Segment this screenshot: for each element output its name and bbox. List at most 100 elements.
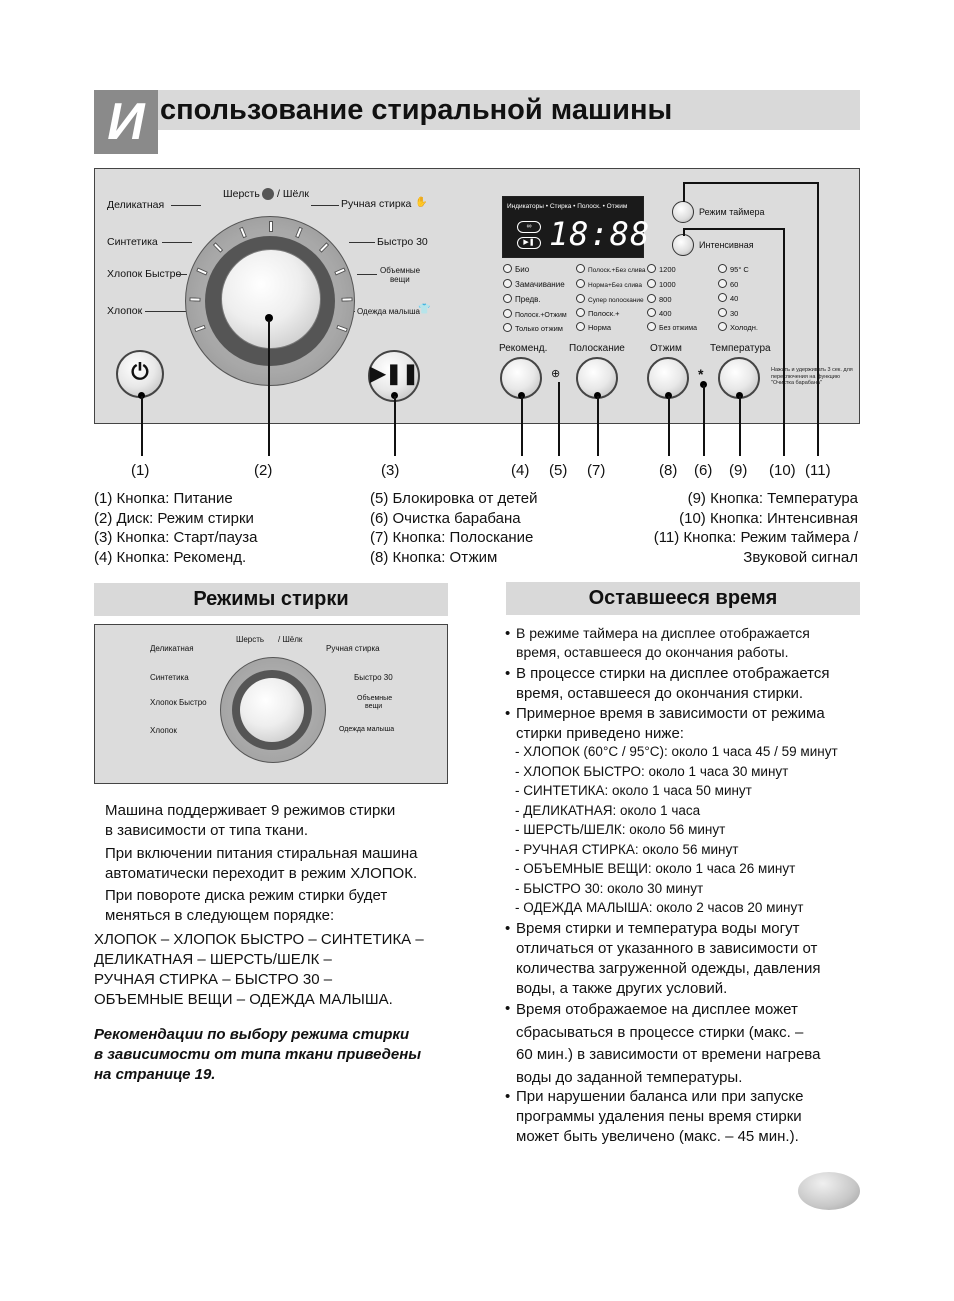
baby-clothes-icon: 👕	[418, 304, 431, 315]
callout-3: (3)	[381, 462, 400, 479]
option-spin-only: Только отжим	[503, 323, 563, 333]
bullet: •	[505, 920, 511, 937]
bullet: •	[505, 625, 511, 642]
leader-line	[171, 205, 201, 206]
callout-4: (4)	[511, 462, 530, 479]
text-block: Примерное время в зависимости от режима …	[516, 704, 825, 744]
mini-dial-knob	[240, 678, 304, 742]
leader-10-stub	[683, 228, 685, 236]
legend-item: (5) Блокировка от детей	[370, 490, 538, 507]
leader-1	[141, 396, 143, 456]
wash-modes-bar	[94, 583, 448, 616]
title-initial: И	[94, 90, 158, 154]
drum-clean-star-icon: *	[698, 366, 704, 382]
wash-modes-title: Режимы стирки	[193, 588, 349, 610]
callout-6: (6)	[694, 462, 713, 479]
leader-5	[558, 382, 560, 456]
callout-10: (10)	[769, 462, 796, 479]
legend-item: (8) Кнопка: Отжим	[370, 548, 498, 566]
text-line: может быть увеличено (макс. – 45 мин.).	[516, 1128, 799, 1145]
dial-label-cotton-quick: Хлопок Быстро	[107, 268, 182, 280]
text-line: Время стирки и температура воды могут	[516, 920, 800, 937]
pin-3	[391, 392, 398, 399]
dial-tick	[189, 297, 201, 303]
leader-line	[357, 274, 377, 275]
hand-wash-icon: ✋	[415, 197, 428, 208]
text-line: При включении питания стиральная машина	[105, 845, 418, 862]
mini-label-bulky-1: Объемные	[357, 695, 393, 702]
power-button[interactable]: ⏻	[116, 350, 164, 398]
leader-10-h	[683, 228, 784, 230]
time-item: - ОДЕЖДА МАЛЫША: около 2 часов 20 минут	[515, 900, 804, 915]
text-line: Время отображаемое на дисплее может	[516, 1001, 798, 1018]
text-line: меняться в следующем порядке:	[105, 907, 335, 924]
bullet: •	[505, 1000, 511, 1017]
mini-label-delicate: Деликатная	[150, 644, 194, 653]
leader-line	[162, 242, 192, 243]
mini-label-cotton: Хлопок	[150, 726, 177, 735]
dial-label-quick30: Быстро 30	[377, 236, 428, 248]
leader-line	[145, 311, 189, 312]
legend-item: (11) Кнопка: Режим таймера /	[653, 529, 858, 546]
dial-label-baby: Одежда малыша	[357, 307, 420, 316]
pin-6	[700, 381, 707, 388]
legend-item: (1) Кнопка: Питание	[94, 490, 233, 507]
option-rinse-plus: Полоск.+	[576, 308, 620, 318]
bullet: •	[505, 665, 511, 682]
recommend-button[interactable]	[500, 357, 542, 399]
legend-item: (4) Кнопка: Рекоменд.	[94, 548, 247, 566]
leader-4	[521, 396, 523, 456]
callout-1: (1)	[131, 462, 150, 479]
display-child-lock-icon: ∞	[517, 221, 541, 233]
text-block: Время отображаемое на дисплее может сбра…	[516, 999, 820, 1089]
time-item: - ШЕРСТЬ/ШЕЛК: около 56 минут	[515, 822, 726, 837]
leader-10	[783, 228, 785, 456]
leader-line	[177, 274, 187, 275]
pin-1	[138, 392, 145, 399]
callout-2: (2)	[254, 462, 273, 479]
page-number-oval	[798, 1172, 860, 1210]
display-start-icon: ▶❚	[517, 237, 541, 249]
program-dial[interactable]	[221, 249, 321, 349]
text-line: автоматически переходит в режим ХЛОПОК.	[105, 865, 418, 882]
text-line: количества загруженной одежды, давления	[516, 960, 821, 977]
pin-9	[736, 392, 743, 399]
legend-item: (2) Диск: Режим стирки	[94, 509, 254, 527]
mini-label-silk: / Шёлк	[278, 635, 303, 644]
temp-cold: Холодн.	[718, 322, 758, 332]
dial-label-cotton: Хлопок	[107, 305, 143, 317]
text-line: Рекомендации по выбору режима стирки	[94, 1026, 410, 1043]
timer-button[interactable]	[672, 201, 694, 223]
dial-label-synthetics: Синтетика	[107, 236, 158, 248]
option-rinse-nodrain: Полоск.+Без слива	[576, 264, 646, 274]
legend-col-2: (5) Блокировка от детей (6) Очистка бара…	[370, 489, 538, 567]
rinse-button[interactable]	[576, 357, 618, 399]
temp-30: 30	[718, 308, 738, 318]
option-prewash: Предв.	[503, 294, 541, 304]
text-line: В процессе стирки на дисплее отображаетс…	[516, 665, 830, 682]
display-digits: 18:88	[549, 215, 651, 253]
text-line: сбрасываться в процессе стирки (макс. –	[516, 1023, 804, 1041]
option-soak: Замачивание	[503, 279, 565, 289]
text-line: При повороте диска режим стирки будет	[105, 887, 388, 904]
leader-line	[311, 205, 339, 206]
intensive-button[interactable]	[672, 234, 694, 256]
text-line: программы удаления пены время стирки	[516, 1108, 802, 1125]
text-line: отличаться от указанного в зависимости о…	[516, 940, 818, 957]
callout-11: (11)	[805, 462, 831, 479]
temp-95: 95° С	[718, 264, 749, 274]
mini-label-cotton-quick: Хлопок Быстро	[150, 698, 207, 707]
dial-label-silk: / Шёлк	[277, 188, 310, 200]
child-lock-icon: ⊕	[551, 368, 561, 380]
leader-7	[597, 396, 599, 456]
text-line: ДЕЛИКАТНАЯ – ШЕРСТЬ/ШЕЛК –	[94, 951, 332, 968]
text-block: В режиме таймера на дисплее отображается…	[516, 624, 810, 662]
title-bar	[94, 90, 860, 130]
dial-label-wool: Шерсть	[223, 188, 260, 200]
drum-clean-note: Нажать и удерживать 3 сек. для переключе…	[771, 367, 853, 386]
temp-60: 60	[718, 279, 738, 289]
modes-paragraph: При повороте диска режим стирки будет ме…	[105, 886, 387, 926]
start-pause-button[interactable]: ▶❚❚	[368, 350, 420, 402]
text-line: Машина поддерживает 9 режимов стирки	[105, 802, 396, 819]
text-line: ОБЪЕМНЫЕ ВЕЩИ – ОДЕЖДА МАЛЫША.	[94, 991, 393, 1008]
